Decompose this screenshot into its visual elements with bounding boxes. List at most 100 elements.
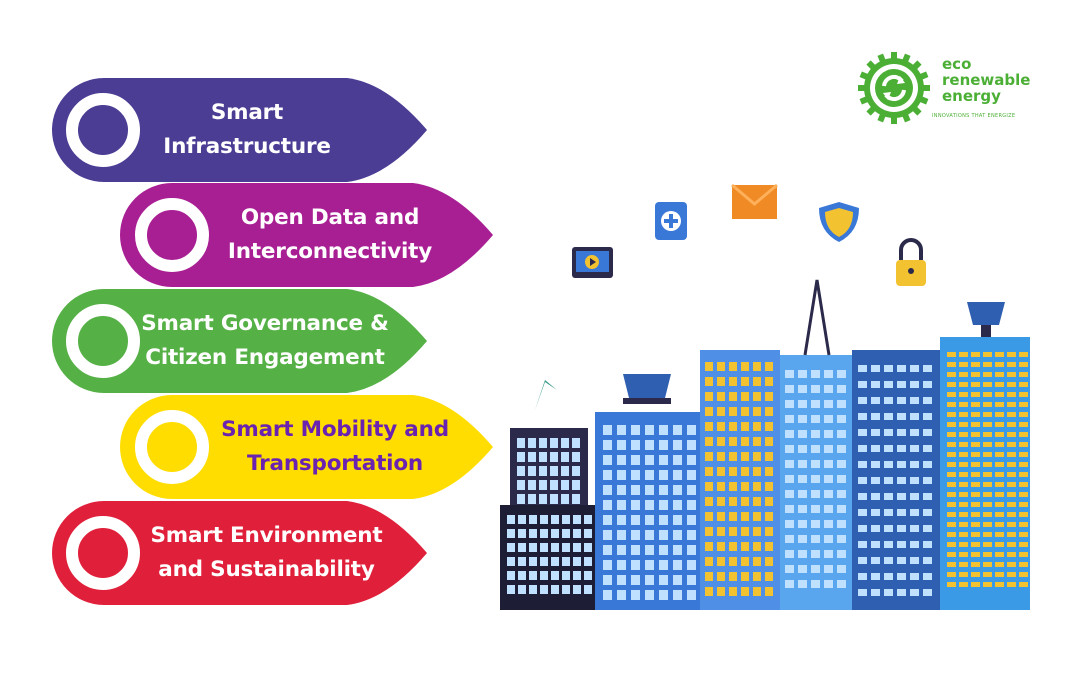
window bbox=[705, 572, 713, 581]
window bbox=[995, 402, 1004, 407]
window bbox=[959, 472, 968, 477]
window bbox=[705, 392, 713, 401]
window bbox=[983, 442, 992, 447]
window bbox=[645, 560, 654, 570]
window bbox=[798, 415, 807, 423]
window bbox=[673, 455, 682, 465]
window bbox=[995, 532, 1004, 537]
window bbox=[753, 542, 761, 551]
window bbox=[995, 382, 1004, 387]
window bbox=[983, 382, 992, 387]
window bbox=[518, 557, 526, 566]
window bbox=[584, 515, 592, 524]
window bbox=[584, 557, 592, 566]
window bbox=[897, 381, 906, 388]
window bbox=[971, 432, 980, 437]
window bbox=[959, 552, 968, 557]
window bbox=[659, 530, 668, 540]
window bbox=[617, 440, 626, 450]
window bbox=[910, 365, 919, 372]
pillar-label: Open Data and Interconnectivity bbox=[227, 205, 433, 264]
window bbox=[923, 589, 932, 596]
window bbox=[1007, 522, 1016, 527]
window bbox=[811, 400, 820, 408]
window bbox=[561, 438, 569, 448]
window bbox=[837, 535, 846, 543]
window bbox=[573, 557, 581, 566]
window bbox=[572, 494, 580, 504]
window bbox=[871, 461, 880, 468]
window bbox=[551, 543, 559, 552]
window bbox=[798, 505, 807, 513]
window bbox=[631, 500, 640, 510]
window bbox=[765, 437, 773, 446]
window bbox=[897, 397, 906, 404]
window bbox=[528, 480, 536, 490]
window bbox=[507, 529, 515, 538]
window bbox=[539, 494, 547, 504]
window bbox=[584, 529, 592, 538]
window bbox=[995, 502, 1004, 507]
window bbox=[884, 509, 893, 516]
window bbox=[983, 542, 992, 547]
window bbox=[540, 585, 548, 594]
window bbox=[837, 430, 846, 438]
window bbox=[923, 381, 932, 388]
window bbox=[947, 472, 956, 477]
window bbox=[673, 440, 682, 450]
window bbox=[1019, 402, 1028, 407]
window bbox=[659, 500, 668, 510]
window bbox=[729, 407, 737, 416]
window bbox=[959, 412, 968, 417]
window bbox=[1007, 482, 1016, 487]
window bbox=[923, 365, 932, 372]
window bbox=[910, 477, 919, 484]
window bbox=[983, 562, 992, 567]
window bbox=[617, 425, 626, 435]
window bbox=[659, 575, 668, 585]
window bbox=[884, 461, 893, 468]
window bbox=[871, 557, 880, 564]
window bbox=[995, 512, 1004, 517]
window bbox=[741, 452, 749, 461]
window bbox=[687, 425, 696, 435]
window bbox=[705, 437, 713, 446]
window bbox=[659, 455, 668, 465]
window bbox=[923, 429, 932, 436]
window bbox=[959, 352, 968, 357]
window bbox=[910, 461, 919, 468]
medical-cross-icon bbox=[655, 202, 687, 240]
window bbox=[983, 462, 992, 467]
window bbox=[729, 587, 737, 596]
window bbox=[673, 560, 682, 570]
window bbox=[871, 589, 880, 596]
window bbox=[923, 413, 932, 420]
circle-bullet-icon bbox=[135, 410, 209, 484]
window bbox=[910, 525, 919, 532]
window bbox=[995, 582, 1004, 587]
window bbox=[811, 385, 820, 393]
window bbox=[561, 480, 569, 490]
window bbox=[741, 482, 749, 491]
window bbox=[837, 490, 846, 498]
window bbox=[995, 542, 1004, 547]
window bbox=[959, 572, 968, 577]
window bbox=[617, 515, 626, 525]
window bbox=[983, 452, 992, 457]
window bbox=[741, 557, 749, 566]
window bbox=[550, 466, 558, 476]
window bbox=[1007, 582, 1016, 587]
window bbox=[507, 515, 515, 524]
logo-word: energy bbox=[942, 87, 1001, 105]
window bbox=[753, 557, 761, 566]
window bbox=[617, 485, 626, 495]
window bbox=[603, 515, 612, 525]
window bbox=[584, 543, 592, 552]
window bbox=[959, 452, 968, 457]
window bbox=[785, 385, 794, 393]
pillar-label: Smart Mobility and Transportation bbox=[221, 417, 449, 476]
window bbox=[959, 522, 968, 527]
window bbox=[995, 422, 1004, 427]
window bbox=[971, 452, 980, 457]
window bbox=[971, 472, 980, 477]
